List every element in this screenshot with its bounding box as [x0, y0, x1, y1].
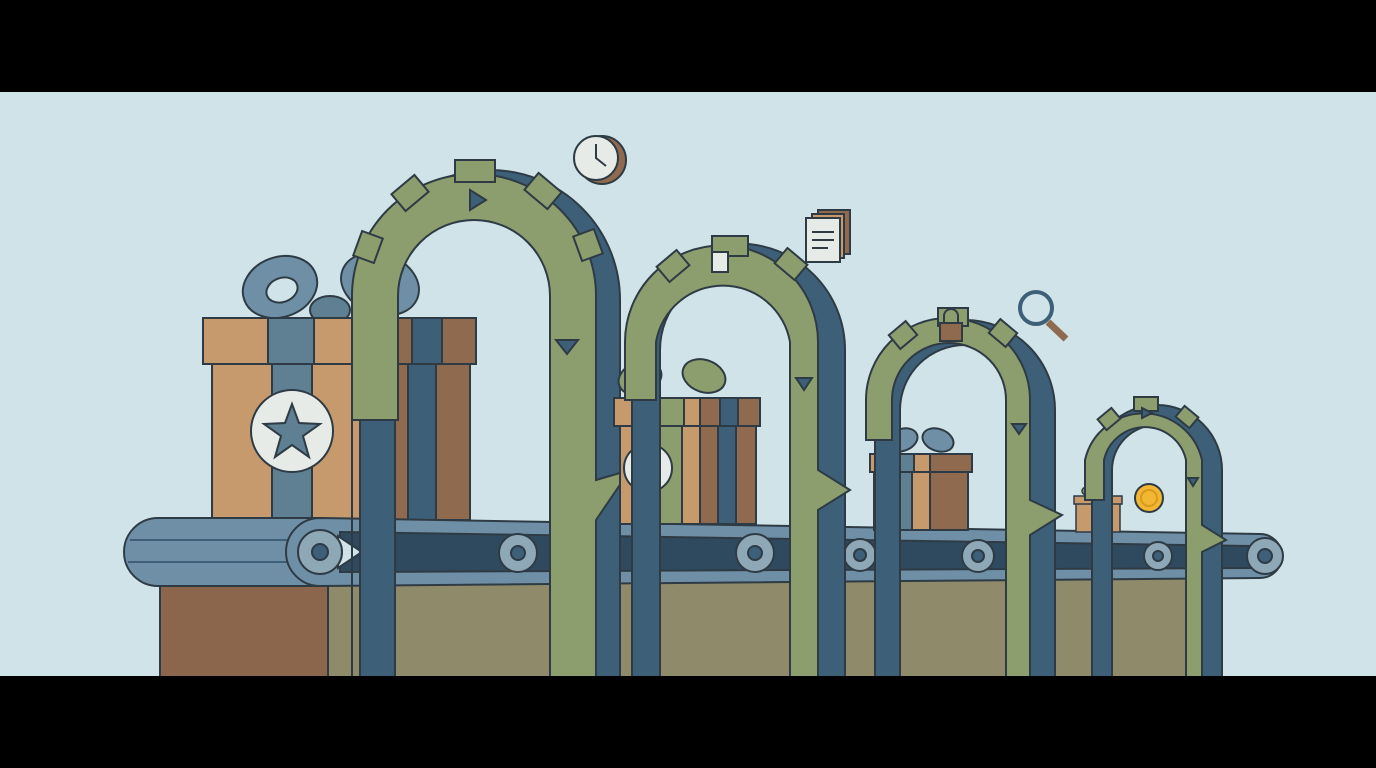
clock-icon — [573, 135, 627, 185]
play-arrow-icon — [469, 188, 488, 212]
gear-arch-3 — [865, 307, 1065, 676]
letterbox-top — [0, 0, 1376, 92]
coin-icon — [1134, 483, 1164, 513]
gear-arch-2 — [624, 235, 852, 676]
belt-rollers — [297, 529, 1284, 575]
document-icon — [711, 251, 729, 273]
magnifier-icon — [1018, 290, 1069, 342]
letterbox-bottom — [0, 676, 1376, 768]
padlock-icon — [939, 308, 963, 342]
gear-arch-4 — [1084, 396, 1229, 676]
base-platform — [159, 577, 1209, 676]
gear-arch-1 — [351, 159, 633, 676]
document-stack-icon — [805, 209, 851, 263]
